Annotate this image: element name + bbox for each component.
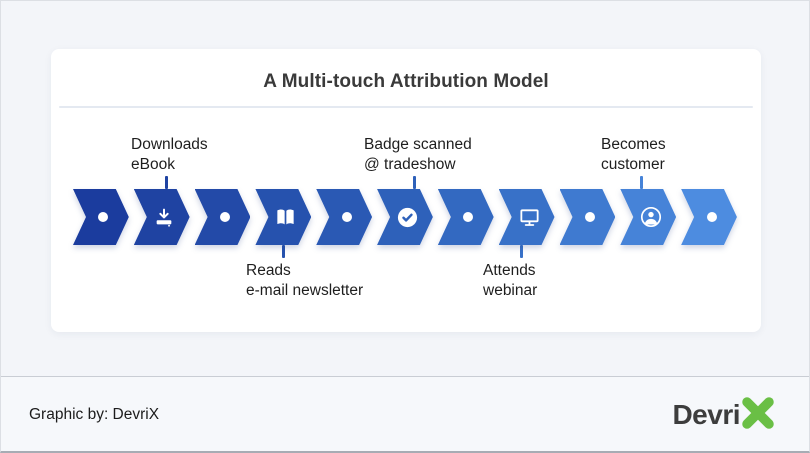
attribution-step-check-circle — [377, 189, 433, 245]
connector-tick — [640, 176, 643, 189]
connector-tick — [165, 176, 168, 189]
attribution-step-dot — [316, 189, 372, 245]
connector-tick — [520, 245, 523, 258]
attribution-step-dot — [195, 189, 251, 245]
label-line: @ tradeshow — [364, 156, 456, 173]
attribution-step-dot — [438, 189, 494, 245]
attribution-step-open-book — [255, 189, 311, 245]
attribution-step-person-circle — [620, 189, 676, 245]
open-book-icon — [274, 206, 297, 229]
label-line: webinar — [483, 282, 538, 299]
attribution-model-card: A Multi-touch Attribution Model Download… — [51, 49, 761, 332]
connector-tick — [413, 176, 416, 189]
attribution-step-dot — [681, 189, 737, 245]
label-line: customer — [601, 156, 665, 173]
label-line: Badge scanned — [364, 136, 472, 153]
label-line: Downloads — [131, 136, 208, 153]
attribution-step-dot — [73, 189, 129, 245]
devrix-logo: Devri — [672, 396, 777, 432]
attribution-step-download — [134, 189, 190, 245]
dot-icon — [98, 212, 108, 222]
dot-icon — [463, 212, 473, 222]
attribution-step-monitor — [499, 189, 555, 245]
person-circle-icon — [639, 205, 663, 229]
label-downloads-ebook: Downloads eBook — [131, 135, 208, 175]
page-title: A Multi-touch Attribution Model — [263, 71, 549, 92]
label-becomes-customer: Becomes customer — [601, 135, 666, 175]
download-icon — [153, 206, 175, 228]
label-line: Becomes — [601, 136, 666, 153]
label-badge-scanned: Badge scanned @ tradeshow — [364, 135, 472, 175]
label-reads-newsletter: Reads e-mail newsletter — [246, 261, 363, 301]
label-line: Attends — [483, 262, 536, 279]
footer-divider — [1, 376, 809, 377]
dot-icon — [342, 212, 352, 222]
attribution-steps-strip — [73, 189, 737, 245]
label-line: eBook — [131, 156, 175, 173]
dot-icon — [707, 212, 717, 222]
attribution-step-dot — [560, 189, 616, 245]
label-attends-webinar: Attends webinar — [483, 261, 537, 301]
devrix-x-mark-icon — [742, 396, 774, 429]
connector-tick — [282, 245, 285, 258]
credit-text: Graphic by: DevriX — [29, 405, 160, 423]
footer: Graphic by: DevriX Devri — [1, 377, 809, 451]
label-line: e-mail newsletter — [246, 282, 364, 299]
monitor-icon — [518, 206, 541, 229]
dot-icon — [220, 212, 230, 222]
check-circle-icon — [396, 206, 419, 229]
devrix-logo-text: Devri — [672, 398, 740, 430]
title-divider — [59, 106, 753, 108]
dot-icon — [585, 212, 595, 222]
label-line: Reads — [246, 262, 291, 279]
